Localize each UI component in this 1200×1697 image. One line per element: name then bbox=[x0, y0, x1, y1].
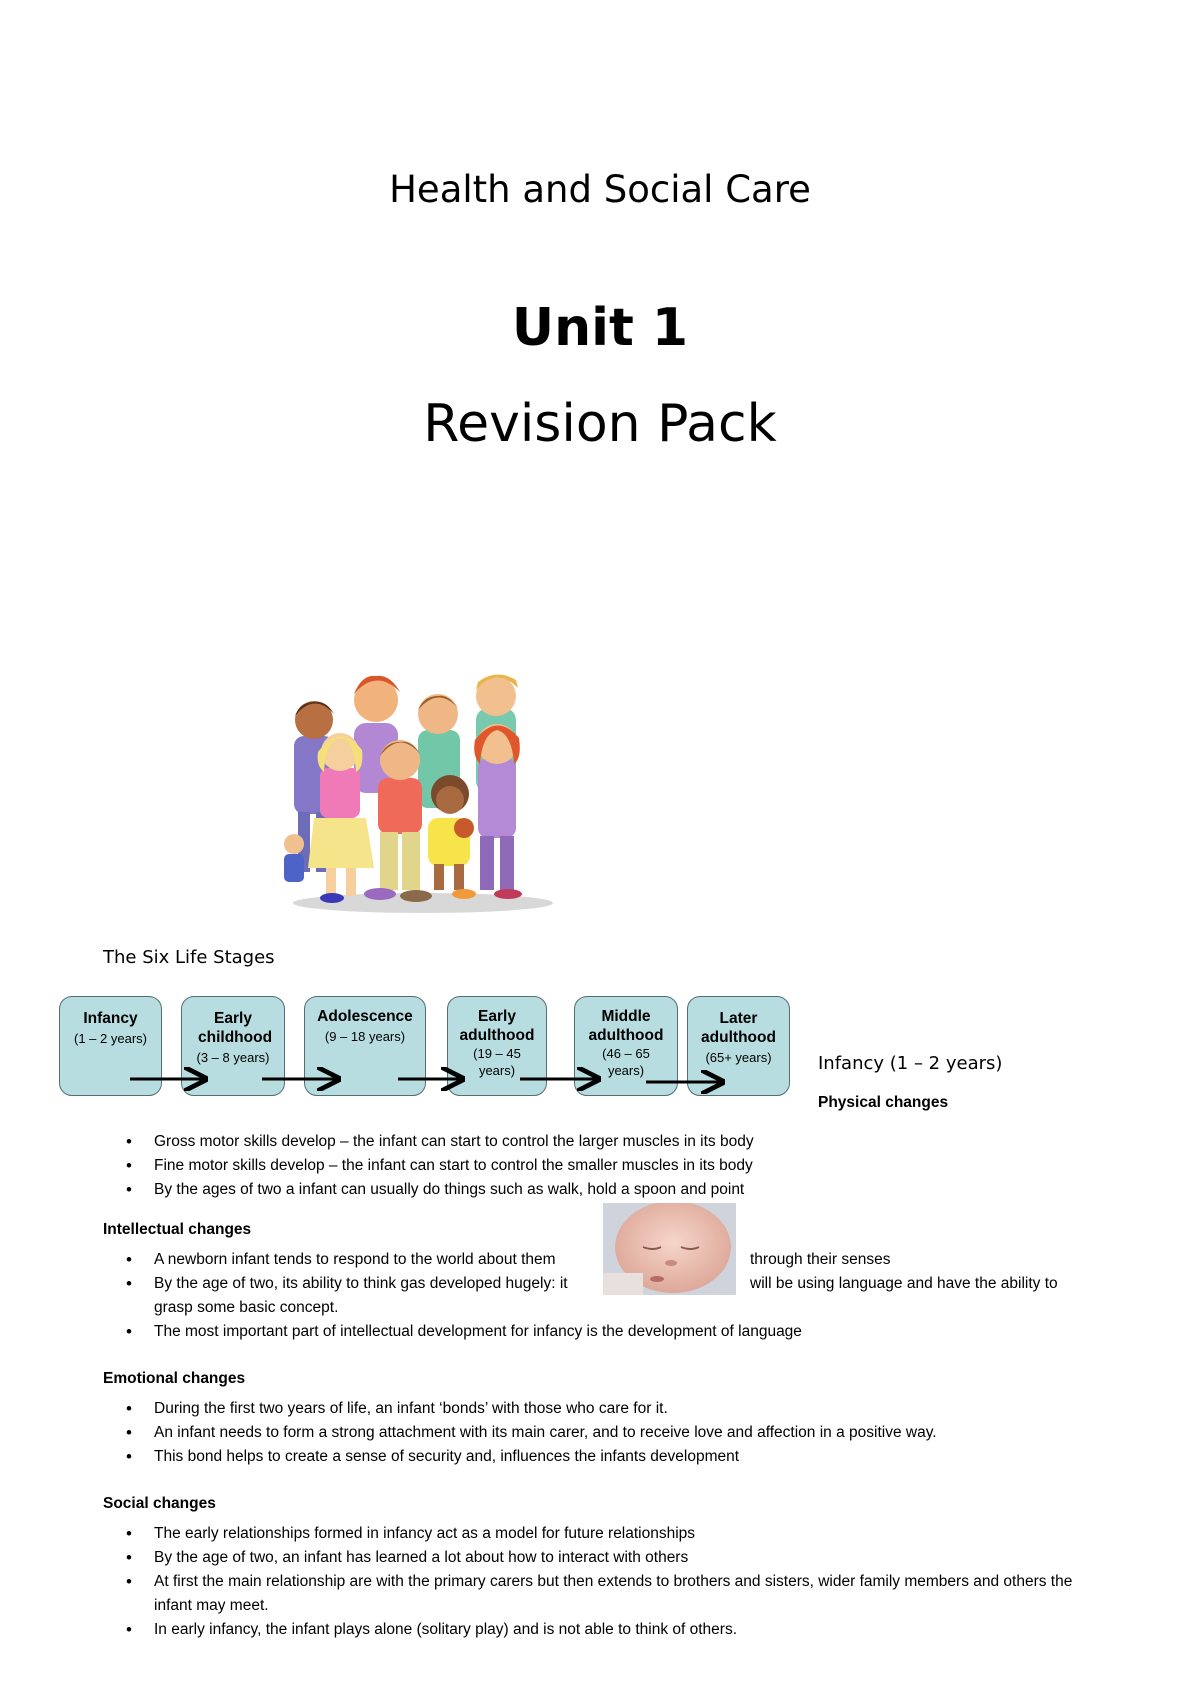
list-item-text-wrap: grasp some basic concept. bbox=[154, 1299, 339, 1316]
list-item-text-continued: through their senses bbox=[750, 1251, 891, 1268]
list-item-text: A newborn infant tends to respond to the… bbox=[154, 1251, 556, 1268]
revision-pack-title: Revision Pack bbox=[423, 394, 777, 454]
stage-age: (19 – 45 years) bbox=[473, 1046, 521, 1078]
stage-early-adulthood: Early adulthood (19 – 45 years) bbox=[447, 996, 547, 1096]
stage-name: Early childhood bbox=[198, 1010, 273, 1046]
stage-age: (46 – 65 years) bbox=[602, 1046, 650, 1078]
stage-name: Middle adulthood bbox=[588, 1008, 664, 1044]
life-stages-heading: The Six Life Stages bbox=[103, 947, 275, 968]
stage-name: Later adulthood bbox=[701, 1010, 776, 1046]
list-item: The most important part of intellectual … bbox=[126, 1320, 1086, 1344]
physical-changes-heading: Physical changes bbox=[818, 1094, 949, 1111]
stage-age: (65+ years) bbox=[705, 1050, 772, 1065]
list-item-text-continued: will be using language and have the abil… bbox=[750, 1275, 1058, 1292]
intellectual-changes-heading: Intellectual changes bbox=[103, 1221, 252, 1238]
social-changes-list: The early relationships formed in infanc… bbox=[126, 1522, 1086, 1642]
intellectual-changes-list: A newborn infant tends to respond to the… bbox=[126, 1248, 1086, 1344]
infancy-section-title: Infancy (1 – 2 years) bbox=[818, 1053, 1003, 1074]
stage-early-childhood: Early childhood (3 – 8 years) bbox=[181, 996, 285, 1096]
list-item: By the ages of two a infant can usually … bbox=[126, 1178, 1086, 1202]
stage-adolescence: Adolescence (9 – 18 years) bbox=[304, 996, 426, 1096]
list-item: At first the main relationship are with … bbox=[126, 1570, 1086, 1618]
list-item: Gross motor skills develop – the infant … bbox=[126, 1130, 1086, 1154]
stage-age: (1 – 2 years) bbox=[74, 1031, 147, 1046]
emotional-changes-list: During the first two years of life, an i… bbox=[126, 1397, 1086, 1469]
list-item: During the first two years of life, an i… bbox=[126, 1397, 1086, 1421]
emotional-changes-heading: Emotional changes bbox=[103, 1370, 246, 1387]
stage-name: Early adulthood bbox=[459, 1008, 535, 1044]
stage-name: Adolescence bbox=[317, 1008, 413, 1025]
list-item: A newborn infant tends to respond to the… bbox=[126, 1248, 1086, 1272]
stage-later-adulthood: Later adulthood (65+ years) bbox=[687, 996, 790, 1096]
list-item: An infant needs to form a strong attachm… bbox=[126, 1421, 1086, 1445]
list-item: By the age of two, its ability to think … bbox=[126, 1272, 1086, 1320]
unit-title: Unit 1 bbox=[511, 298, 689, 358]
stage-name: Infancy bbox=[83, 1010, 138, 1027]
list-item: The early relationships formed in infanc… bbox=[126, 1522, 1086, 1546]
social-changes-heading: Social changes bbox=[103, 1495, 216, 1512]
stage-age: (9 – 18 years) bbox=[324, 1029, 406, 1044]
stage-infancy: Infancy (1 – 2 years) bbox=[59, 996, 162, 1096]
document-subject-title: Health and Social Care bbox=[389, 168, 811, 211]
family-group-illustration bbox=[284, 674, 553, 913]
list-item: By the age of two, an infant has learned… bbox=[126, 1546, 1086, 1570]
list-item: This bond helps to create a sense of sec… bbox=[126, 1445, 1086, 1469]
list-item-text: By the age of two, its ability to think … bbox=[154, 1275, 568, 1292]
stage-middle-adulthood: Middle adulthood (46 – 65 years) bbox=[574, 996, 678, 1096]
stage-age: (3 – 8 years) bbox=[196, 1050, 270, 1065]
list-item: In early infancy, the infant plays alone… bbox=[126, 1618, 1086, 1642]
physical-changes-list: Gross motor skills develop – the infant … bbox=[126, 1130, 1086, 1202]
list-item: Fine motor skills develop – the infant c… bbox=[126, 1154, 1086, 1178]
